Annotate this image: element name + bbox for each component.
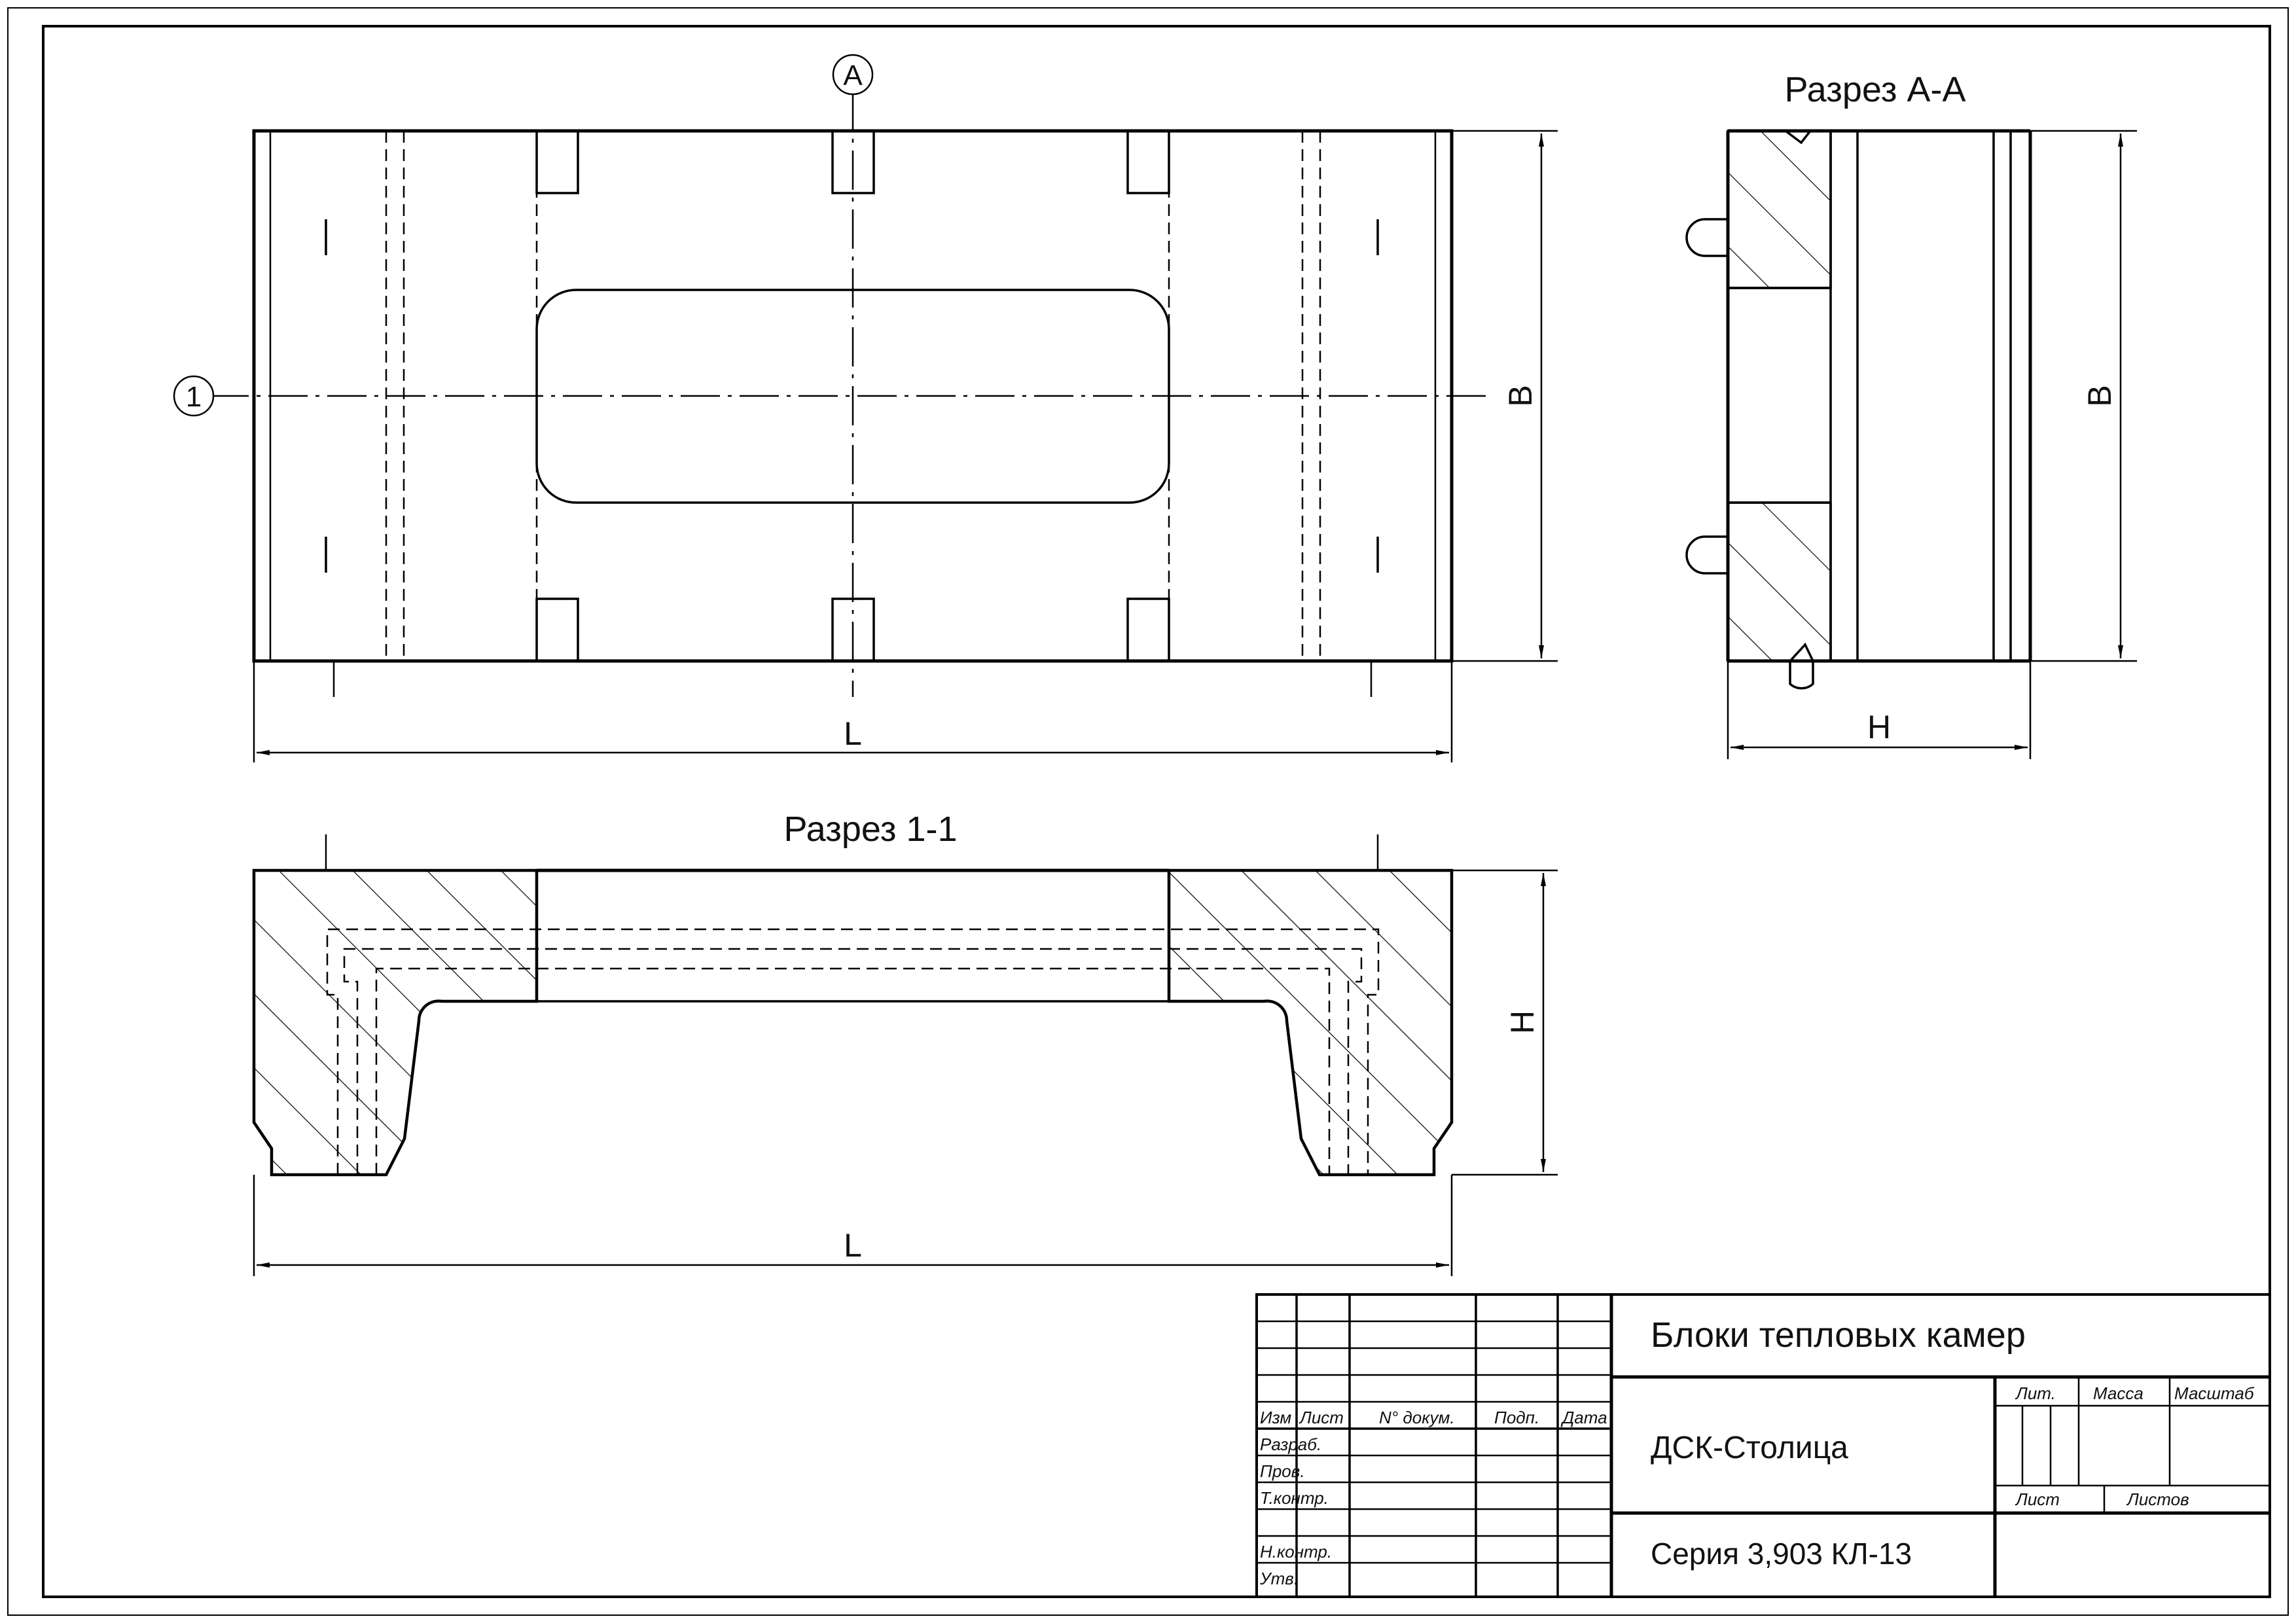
label-list: Лист	[1299, 1408, 1344, 1427]
drawing-frame	[42, 25, 2271, 1598]
label-listov: Листов	[2126, 1489, 2189, 1509]
section-aa-dim-b: B	[2030, 130, 2137, 662]
label-dokum: N° докум.	[1379, 1408, 1455, 1427]
label-lit: Лит.	[2015, 1383, 2056, 1403]
series-code: Серия 3,903 КЛ-13	[1651, 1537, 1912, 1571]
organization-name: ДСК-Столица	[1651, 1431, 1848, 1465]
plan-dim-l: L	[253, 661, 1453, 762]
label-massa: Масса	[2093, 1383, 2144, 1403]
label-utv: Утв.	[1259, 1569, 1299, 1588]
marker-a: А	[832, 54, 874, 96]
label-podp: Подп.	[1494, 1408, 1539, 1427]
label-izm: Изм	[1260, 1408, 1291, 1427]
section-aa-dim-h-label: H	[1867, 709, 1891, 745]
marker-a-label: А	[843, 60, 863, 92]
section-11-dim-h-label: H	[1504, 1010, 1541, 1034]
label-tkontr: Т.контр.	[1260, 1488, 1329, 1508]
label-razrab: Разраб.	[1260, 1435, 1321, 1454]
plan-dim-b-label: B	[1502, 385, 1539, 406]
section-11-dim-l: L	[253, 1175, 1453, 1276]
outer-border	[7, 7, 2289, 1616]
section-11-title: Разрез 1-1	[783, 810, 957, 849]
plan-dim-l-label: L	[844, 715, 862, 752]
marker-1-label: 1	[186, 381, 202, 413]
section-aa-view	[1685, 129, 2032, 690]
marker-1: 1	[173, 375, 215, 417]
label-data: Дата	[1560, 1408, 1607, 1427]
label-nkontr: Н.контр.	[1260, 1542, 1332, 1561]
plan-view	[209, 92, 1492, 697]
section-11-dim-l-label: L	[844, 1227, 862, 1264]
title-block: Блоки тепловых камер ДСК-Столица Серия 3…	[1255, 1293, 2271, 1598]
section-aa-dim-b-label: B	[2081, 385, 2118, 406]
section-11-view	[252, 834, 1454, 1177]
section-aa-dim-h: H	[1727, 661, 2032, 759]
label-list2: Лист	[2015, 1489, 2060, 1509]
section-aa-title: Разрез А-А	[1784, 70, 1965, 109]
section-11-dim-h: H	[1452, 869, 1558, 1176]
label-masshtab: Масштаб	[2174, 1383, 2255, 1403]
drawing-name: Блоки тепловых камер	[1651, 1315, 2026, 1355]
label-prov: Пров.	[1260, 1461, 1305, 1481]
plan-dim-b: B	[1452, 130, 1558, 662]
